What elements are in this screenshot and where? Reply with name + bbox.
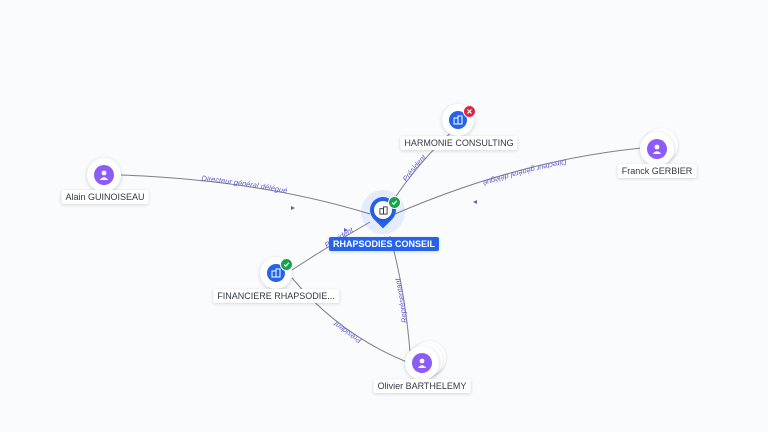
olivier-circle[interactable] — [405, 346, 439, 380]
building-icon — [449, 111, 467, 129]
node-label-alain[interactable]: Alain GUINOISEAU — [61, 190, 149, 204]
arrow-marker — [344, 228, 348, 232]
node-label-harmonie[interactable]: HARMONIE CONSULTING — [400, 136, 518, 150]
person-icon — [94, 165, 114, 185]
check-icon — [388, 196, 401, 209]
arrow-marker — [291, 206, 295, 210]
node-label-franck[interactable]: Franck GERBIER — [617, 164, 697, 178]
node-label-olivier[interactable]: Olivier BARTHELEMY — [373, 379, 471, 393]
edge-label-olivier-financiere: Président — [331, 319, 363, 345]
edge-alain-main — [119, 174, 371, 215]
edge-franck-main — [394, 147, 643, 215]
edge-main-harmonie — [391, 127, 457, 203]
financiere-circle[interactable] — [260, 257, 292, 289]
check-icon — [280, 258, 293, 271]
alain-circle[interactable] — [87, 158, 121, 192]
person-icon — [647, 139, 667, 159]
building-icon — [378, 205, 388, 215]
edge-label-olivier-main: Représentant — [393, 277, 409, 324]
edge-label-alain-main: Directeur général délégué — [201, 174, 288, 196]
node-label-financiere[interactable]: FINANCIERE RHAPSODIE... — [213, 289, 339, 303]
edge-label-main-harmonie: Président — [401, 152, 429, 183]
node-label-main[interactable]: RHAPSODIES CONSEIL — [328, 237, 440, 251]
person-icon — [412, 353, 432, 373]
cross-icon — [463, 105, 476, 118]
main-circle[interactable] — [374, 201, 392, 219]
franck-circle[interactable] — [640, 132, 674, 166]
arrow-marker — [473, 200, 477, 204]
edge-label-franck-main: Directeur général délégué — [482, 158, 568, 188]
